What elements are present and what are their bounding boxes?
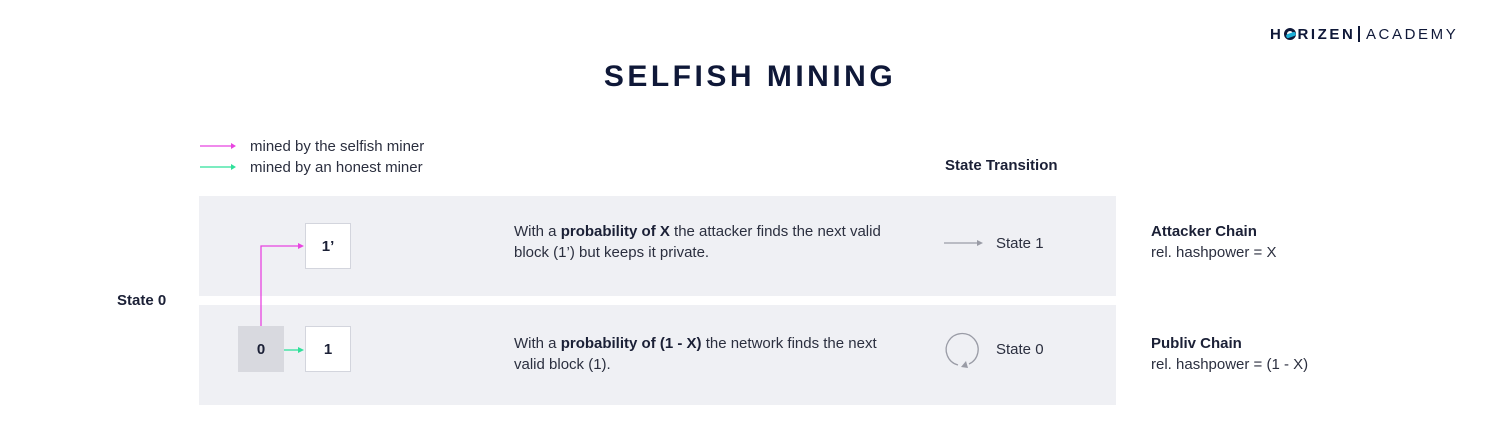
block-0-origin: 0 (238, 326, 284, 372)
transition-label-state-1: State 1 (996, 235, 1044, 252)
selfish-arrow-icon (200, 143, 236, 149)
logo-text-academy: ACADEMY (1365, 25, 1459, 43)
legend-item-selfish: mined by the selfish miner (200, 136, 424, 156)
attacker-description-pre: With a (514, 223, 561, 240)
public-chain-name: Publiv Chain (1151, 335, 1242, 352)
public-chain-hashpower: rel. hashpower = (1 - X) (1151, 356, 1309, 373)
honest-connector-arrow (284, 347, 304, 353)
state-transition-header: State Transition (945, 157, 1058, 174)
legend-item-honest: mined by an honest miner (200, 157, 423, 177)
transition-arrow-icon (944, 240, 983, 246)
network-description-pre: With a (514, 335, 561, 352)
network-description: With a probability of (1 - X) the networ… (514, 333, 894, 375)
attacker-description-post: the attacker finds the next valid block … (514, 223, 881, 261)
selfish-connector-arrow (260, 243, 304, 326)
network-row-background (199, 305, 1116, 405)
honest-arrow-icon (200, 164, 236, 170)
logo-text-rizen: RIZEN (1297, 25, 1356, 43)
legend-label-honest: mined by an honest miner (250, 158, 423, 176)
attacker-probability: probability of X (560, 223, 670, 240)
diagram-title: SELFISH MINING (603, 60, 897, 93)
logo-o-icon (1284, 28, 1297, 40)
attacker-chain-hashpower: rel. hashpower = X (1151, 244, 1277, 261)
logo-text-h: H (1270, 25, 1284, 43)
attacker-chain-name: Attacker Chain (1151, 223, 1257, 240)
logo-divider (1358, 26, 1360, 42)
public-chain-info: Publiv Chain rel. hashpower = (1 - X) (1151, 333, 1308, 375)
attacker-chain-info: Attacker Chain rel. hashpower = X (1151, 221, 1277, 263)
attacker-row-background (199, 196, 1116, 296)
loop-arrow-icon (945, 332, 979, 368)
legend-label-selfish: mined by the selfish miner (250, 137, 425, 155)
transition-label-state-0: State 0 (996, 341, 1044, 358)
network-description-post: the network finds the next valid block (… (514, 335, 877, 373)
attacker-description: With a probability of X the attacker fin… (514, 221, 894, 263)
block-1-public: 1 (305, 326, 351, 372)
start-state-label: State 0 (117, 292, 167, 309)
block-1-private: 1’ (305, 223, 351, 269)
horizen-academy-logo: H RIZEN ACADEMY (1270, 24, 1458, 44)
network-probability: probability of (1 - X) (560, 335, 702, 352)
